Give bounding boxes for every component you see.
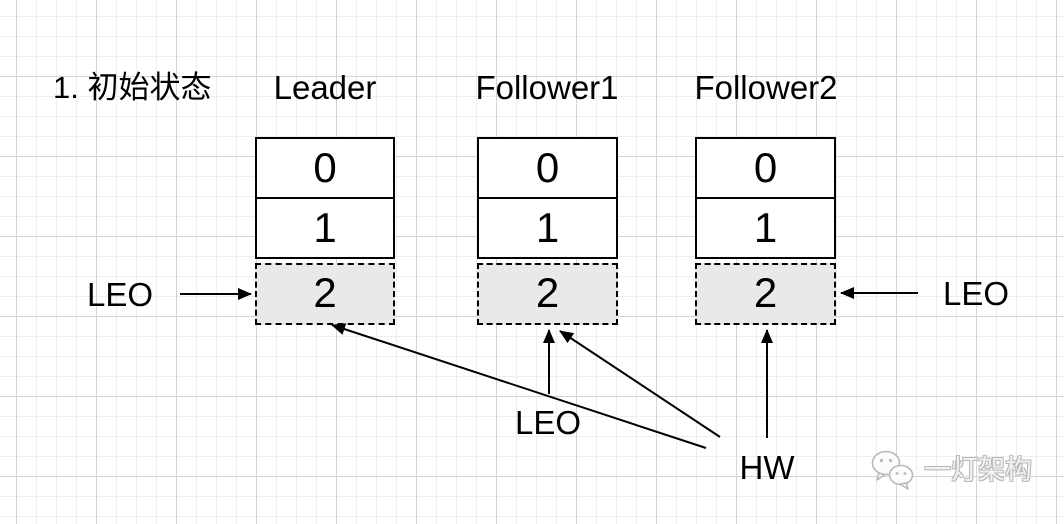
leader-log-box: 0 1 — [255, 137, 395, 259]
leader-uncommitted-slot: 2 — [255, 263, 395, 325]
replica-label-leader: Leader — [273, 69, 377, 106]
leo-label-bottom: LEO — [514, 404, 582, 441]
follower2-log-entry-1: 1 — [753, 204, 778, 251]
leo-label-right: LEO — [943, 275, 1010, 312]
follower2-uncommitted-slot: 2 — [695, 263, 836, 325]
watermark: 一灯架构 — [870, 449, 1032, 491]
leo-label-left: LEO — [87, 276, 154, 313]
watermark-text: 一灯架构 — [924, 455, 1032, 485]
replica-label-follower2: Follower2 — [694, 69, 838, 106]
hw-label: HW — [739, 449, 795, 486]
replica-label-follower1: Follower1 — [475, 69, 619, 106]
arrow-hw-to-follower1 — [559, 330, 721, 438]
follower2-log-entry-0: 0 — [697, 139, 834, 199]
wechat-chat-bubbles-icon — [871, 450, 914, 490]
follower1-log-entry-1: 1 — [535, 204, 560, 251]
follower1-log-box: 0 1 — [477, 137, 618, 259]
leader-log-entry-0: 0 — [257, 139, 393, 199]
leader-log-entry-1: 1 — [313, 204, 337, 251]
follower2-log-box: 0 1 — [695, 137, 836, 259]
diagram-title: 1. 初始状态 — [53, 70, 212, 105]
follower1-uncommitted-slot: 2 — [477, 263, 618, 325]
follower1-log-entry-0: 0 — [479, 139, 616, 199]
